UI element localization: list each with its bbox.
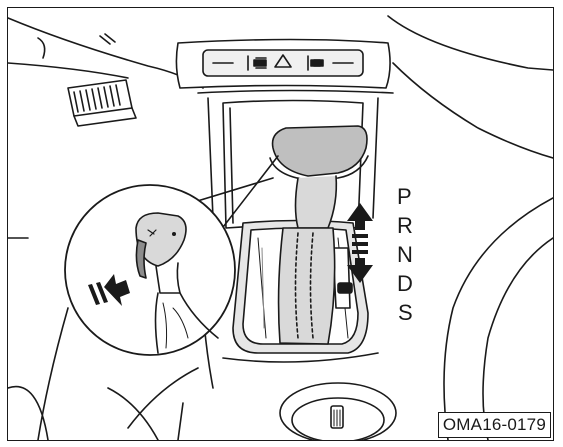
gear-label-s: S <box>398 302 413 324</box>
cup-holder <box>280 383 396 440</box>
gear-label-p: P <box>397 186 412 208</box>
figure-code-label: OMA16-0179 <box>438 412 551 438</box>
illustration-frame: P R N D S OMA16-0179 <box>7 7 554 441</box>
gear-label-d: D <box>397 273 413 295</box>
gear-label-r: R <box>397 215 413 237</box>
gear-shift-illustration <box>8 8 553 440</box>
magnified-inset <box>65 185 235 355</box>
gear-label-n: N <box>397 244 413 266</box>
dial-knob <box>68 80 136 126</box>
